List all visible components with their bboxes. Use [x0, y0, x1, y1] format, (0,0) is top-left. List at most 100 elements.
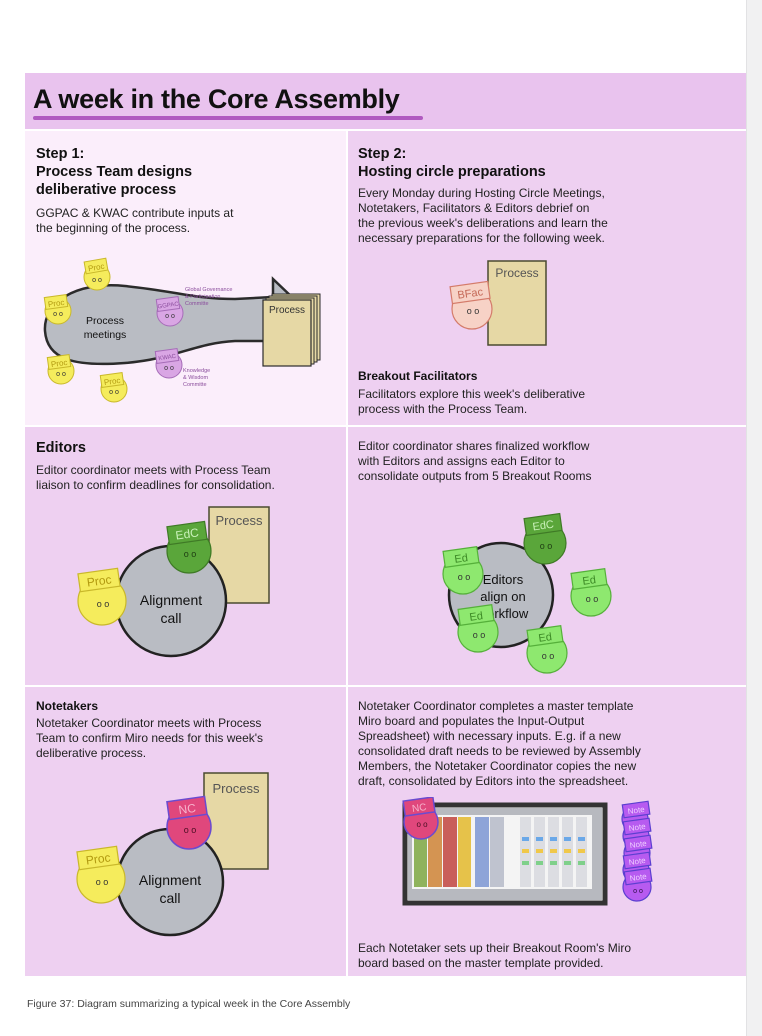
kwac-face: KWAC o o	[154, 347, 183, 379]
breakout-text-line1: Facilitators explore this week's deliber…	[358, 387, 586, 401]
svg-text:o o: o o	[540, 541, 553, 551]
process-document	[487, 260, 547, 346]
step2-text-line4: necessary preparations for the following…	[358, 231, 605, 245]
svg-text:o o: o o	[586, 594, 599, 604]
ed-face-2: Ed o o	[570, 568, 612, 617]
proc-face-1: Proc o o	[83, 257, 111, 291]
svg-text:NC: NC	[411, 802, 427, 815]
notetakers-right-text-line5: Members, the Notetaker Coordinator copie…	[358, 759, 637, 773]
svg-text:BFac: BFac	[457, 286, 485, 302]
nc-face: NC o o	[166, 795, 212, 850]
notetakers-right-text-line4: consolidated draft needs to be reviewed …	[358, 744, 641, 758]
notetakers-right-text-line2: Miro board and populates the Input-Outpu…	[358, 714, 585, 728]
notetakers-left-text-line2: Team to confirm Miro needs for this week…	[36, 731, 264, 745]
svg-text:o o: o o	[473, 630, 486, 640]
step2-text-line3: the previous week's deliberations and le…	[358, 216, 608, 230]
svg-text:Global Governance: Global Governance	[185, 287, 232, 293]
svg-text:o o: o o	[92, 277, 102, 284]
step1-panel: Step 1: Process Team designs deliberativ…	[25, 131, 346, 425]
svg-text:Note: Note	[629, 872, 648, 883]
svg-text:o o: o o	[164, 365, 174, 372]
notetakers-left-text-line1: Notetaker Coordinator meets with Process	[36, 716, 262, 730]
editors-left-panel: Editors Editor coordinator meets with Pr…	[25, 427, 346, 685]
scrollbar[interactable]	[746, 0, 762, 1036]
svg-text:Alignment: Alignment	[140, 592, 202, 608]
title-bar: A week in the Core Assembly	[25, 73, 746, 129]
svg-text:Committe: Committe	[183, 382, 207, 388]
svg-text:Ed: Ed	[582, 574, 597, 588]
svg-text:o o: o o	[53, 311, 63, 318]
svg-text:EdC: EdC	[175, 525, 200, 542]
svg-text:Knowledge: Knowledge	[183, 368, 210, 374]
svg-text:EdC: EdC	[532, 519, 555, 534]
svg-text:o o: o o	[633, 888, 643, 895]
notetakers-right-panel: Notetaker Coordinator completes a master…	[348, 687, 746, 976]
svg-text:call: call	[159, 890, 180, 906]
svg-text:o o: o o	[416, 820, 428, 829]
bfac-face: BFac o o	[449, 280, 493, 330]
svg-text:Committe: Committe	[185, 301, 209, 307]
editors-left-text-line2: liaison to confirm deadlines for consoli…	[36, 478, 275, 492]
proc-face: Proc o o	[77, 567, 127, 626]
svg-text:Alignment: Alignment	[139, 872, 201, 888]
step1-text-line1: GGPAC & KWAC contribute inputs at	[36, 206, 234, 220]
svg-text:Note: Note	[628, 856, 647, 867]
editors-left-text-line1: Editor coordinator meets with Process Te…	[36, 463, 271, 477]
notetakers-heading: Notetakers	[36, 699, 99, 713]
notetakers-right-text-line6: draft, consolidated by Editors into the …	[358, 774, 629, 788]
step2-text-line1: Every Monday during Hosting Circle Meeti…	[358, 186, 605, 200]
step1-heading-line2: deliberative process	[36, 182, 177, 198]
svg-text:o o: o o	[96, 877, 109, 887]
svg-text:& Wisdom: & Wisdom	[183, 375, 208, 381]
step2-heading: Hosting circle preparations	[358, 164, 546, 180]
svg-text:Process: Process	[213, 781, 260, 796]
edc-face: EdC o o	[523, 512, 567, 565]
page-title: A week in the Core Assembly	[33, 84, 400, 114]
doc-label: Process	[269, 305, 305, 316]
svg-text:Ed: Ed	[469, 610, 484, 624]
arrow-label-line1: Process	[86, 315, 124, 327]
svg-text:o o: o o	[458, 572, 471, 582]
nc-face: NC o o	[402, 797, 439, 840]
ggpac-face: GGPAC o o	[155, 295, 184, 327]
step1-heading-line1: Process Team designs	[36, 164, 193, 180]
svg-text:Process: Process	[495, 266, 538, 280]
step1-label: Step 1:	[36, 146, 85, 162]
breakout-facilitators-heading: Breakout Facilitators	[358, 369, 478, 383]
step2-label: Step 2:	[358, 146, 407, 162]
svg-text:KWAC: KWAC	[158, 354, 177, 363]
svg-text:o o: o o	[56, 371, 66, 378]
editors-right-text-line1: Editor coordinator shares finalized work…	[358, 439, 590, 453]
svg-text:o o: o o	[165, 313, 175, 320]
svg-text:Proc: Proc	[47, 298, 65, 309]
svg-text:o o: o o	[467, 306, 480, 316]
notetakers-right-diagram: NC o o Note Note Note No	[402, 797, 653, 906]
svg-text:Ed: Ed	[454, 552, 469, 566]
editors-right-panel: Editor coordinator shares finalized work…	[348, 427, 746, 685]
svg-text:Note: Note	[628, 822, 647, 833]
step1-text-line2: the beginning of the process.	[36, 221, 191, 235]
svg-text:Proc: Proc	[87, 262, 105, 274]
svg-text:o o: o o	[109, 389, 119, 396]
editors-left-diagram: Process Alignment call EdC o o Proc o o	[77, 506, 270, 658]
step2-diagram: Process BFac o o	[449, 260, 547, 346]
svg-text:Note: Note	[627, 805, 646, 816]
notetakers-footer-line1-text: Each Notetaker sets up their Breakout Ro…	[358, 941, 632, 955]
svg-text:o o: o o	[184, 549, 197, 559]
proc-face-3: Proc o o	[46, 353, 75, 385]
step1-diagram: Process meetings Process Proc o o Proc	[43, 257, 321, 403]
step2-panel: Step 2: Hosting circle preparations Ever…	[348, 131, 746, 425]
svg-text:Editors: Editors	[483, 572, 524, 587]
notetakers-right-text-line3: Spreadsheet) with necessary inputs. E.g.…	[358, 729, 621, 743]
svg-text:Proc: Proc	[103, 376, 121, 387]
ed-face-3: Ed o o	[457, 604, 499, 653]
breakout-text-line2: process with the Process Team.	[358, 402, 528, 416]
svg-text:Proc: Proc	[50, 358, 68, 369]
svg-text:align on: align on	[480, 589, 526, 604]
editors-heading: Editors	[36, 440, 86, 456]
ed-face-4: Ed o o	[526, 625, 568, 674]
figure-caption: Figure 37: Diagram summarizing a typical…	[27, 998, 351, 1010]
step2-text-line2: Notetakers, Facilitators & Editors debri…	[358, 201, 590, 215]
edc-face: EdC o o	[166, 520, 212, 574]
svg-text:o o: o o	[184, 825, 197, 835]
